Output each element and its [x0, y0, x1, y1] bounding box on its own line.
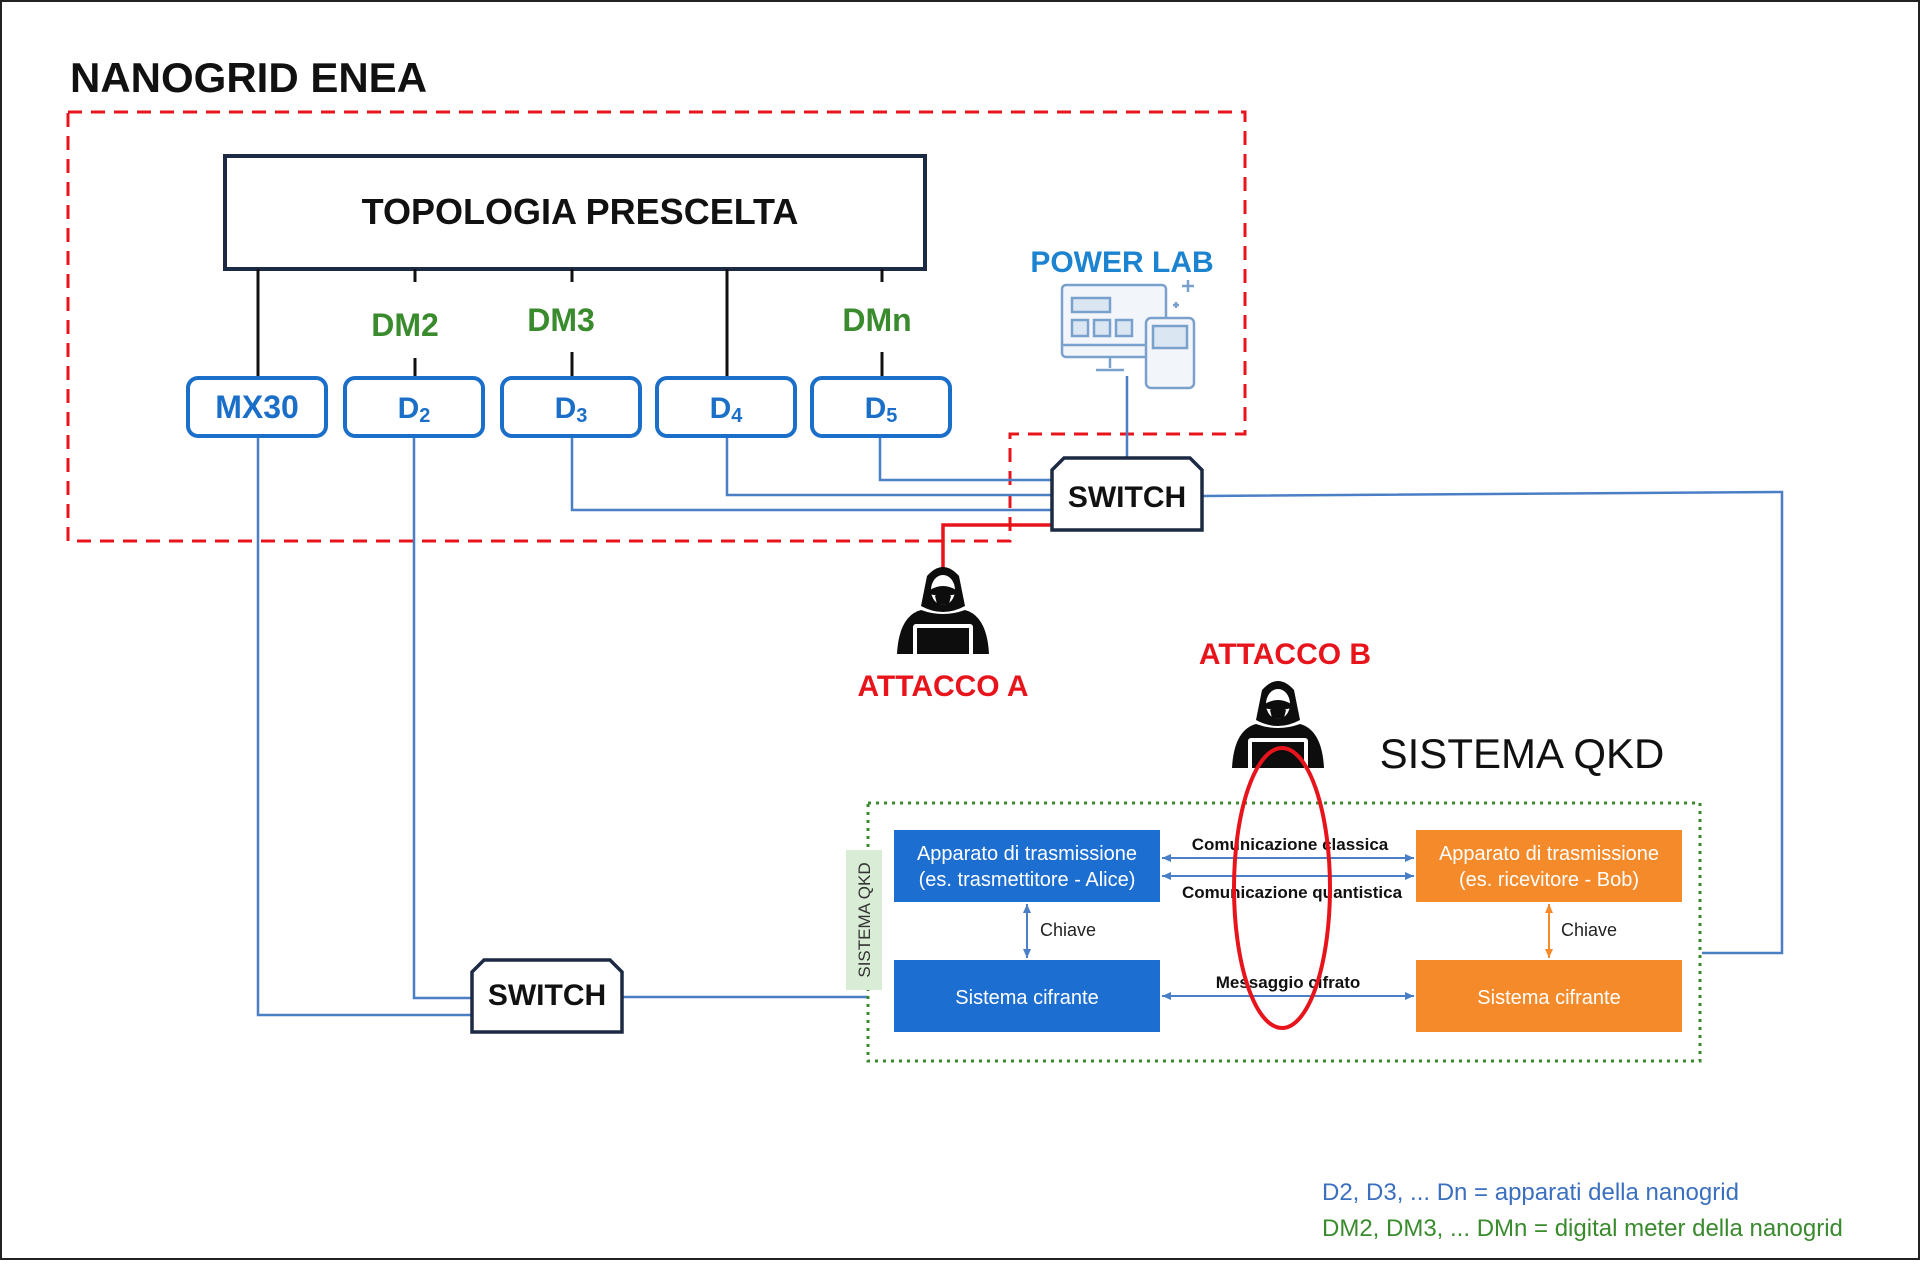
attack-a-label: ATTACCO A: [857, 670, 1028, 703]
meter-dm3: DM3: [527, 302, 595, 338]
topology-label: TOPOLOGIA PRESCELTA: [362, 191, 799, 232]
network-lines: [256, 376, 1784, 1017]
alice-line1: Apparato di trasmissione: [917, 843, 1137, 865]
bob-box: [1416, 830, 1682, 902]
hacker-icon: [1232, 681, 1324, 772]
quantum-label: Comunicazione quantistica: [1182, 883, 1403, 902]
cipher-right-label: Sistema cifrante: [1477, 987, 1620, 1009]
cipher-right-box: [1416, 960, 1682, 1032]
key-left-label: Chiave: [1040, 920, 1096, 940]
qkd-side-label: SISTEMA QKD: [855, 862, 874, 977]
switch-top-label: SWITCH: [1068, 481, 1186, 514]
svg-text:D4: D4: [710, 392, 744, 427]
message-label: Messaggio cifrato: [1216, 973, 1361, 992]
power-lab-label: POWER LAB: [1030, 246, 1213, 279]
nanogrid-title: NANOGRID ENEA: [70, 54, 427, 101]
cipher-left-label: Sistema cifrante: [955, 987, 1098, 1009]
device-d5: D5: [810, 376, 952, 438]
topology-box: [223, 154, 927, 271]
bob-line1: Apparato di trasmissione: [1439, 843, 1659, 865]
cipher-left-box: [894, 960, 1160, 1032]
meter-dmn: DMn: [842, 302, 911, 338]
computer-tablet-icon: [1060, 280, 1196, 390]
qkd-title: SISTEMA QKD: [1380, 730, 1665, 777]
legend-line2: DM2, DM3, ... DMn = digital meter della …: [1322, 1215, 1843, 1242]
meter-dm2: DM2: [371, 307, 439, 343]
device-d3: D3: [500, 376, 642, 438]
device-label: MX30: [215, 389, 299, 425]
alice-box: [894, 830, 1160, 902]
nanogrid-boundary: [66, 110, 1247, 543]
bob-line2: (es. ricevitore - Bob): [1459, 869, 1639, 891]
device-mx30: MX30: [186, 376, 328, 438]
qkd-side-tab: [846, 850, 882, 990]
switch-bottom: SWITCH: [470, 958, 624, 1034]
svg-text:D3: D3: [555, 392, 588, 427]
qkd-arrows: [1023, 854, 1414, 1000]
alice-line2: (es. trasmettitore - Alice): [919, 869, 1136, 891]
outer-frame: [0, 0, 1920, 1260]
legend-line1: D2, D3, ... Dn = apparati della nanogrid: [1322, 1179, 1739, 1206]
hacker-icon: [897, 567, 989, 658]
switch-bottom-label: SWITCH: [488, 979, 606, 1012]
key-right-label: Chiave: [1561, 920, 1617, 940]
svg-text:D2: D2: [398, 392, 431, 427]
attack-b-ellipse: [1232, 746, 1332, 1030]
topology-connectors: [256, 269, 884, 377]
switch-top: SWITCH: [1050, 456, 1204, 532]
svg-text:D5: D5: [865, 392, 898, 427]
attack-b-label: ATTACCO B: [1199, 638, 1371, 671]
classic-label: Comunicazione classica: [1192, 835, 1389, 854]
device-d4: D4: [655, 376, 797, 438]
attack-a-line: [941, 523, 1052, 570]
device-d2: D2: [343, 376, 485, 438]
